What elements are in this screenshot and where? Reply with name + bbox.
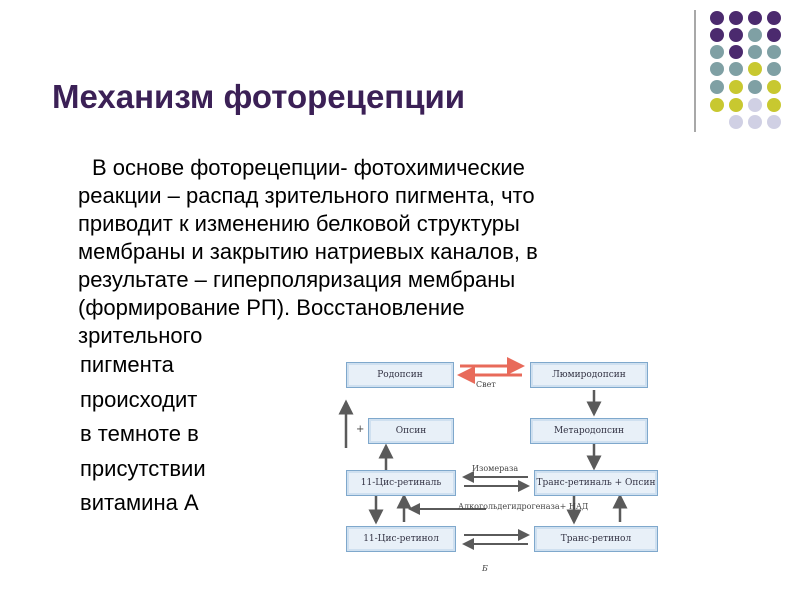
body-line: зрительного [78,323,203,348]
box-trans-retinal-opsin: Транс-ретиналь + Опсин [534,470,658,496]
decorative-dot [729,28,743,42]
photoreception-cycle-diagram: Родопсин Люмиродопсин Опсин Метародопсин… [334,326,674,578]
decorative-dot [748,11,762,25]
box-trans-retinol: Транс-ретинол [534,526,658,552]
decorative-dot [767,80,781,94]
decorative-dot [710,98,724,112]
decorative-dot [710,80,724,94]
decorative-dot [729,98,743,112]
decorative-dot [767,115,781,129]
decorative-dot [767,11,781,25]
body-line: присутствии [80,455,206,481]
decorative-dot [710,62,724,76]
box-metarhodopsin: Метародопсин [530,418,648,444]
body-line: реакции – распад зрительного пигмента, ч… [78,183,535,208]
label-dehydrogenase: Алкогольдегидрогеназа+ НАД [458,502,589,511]
body-line: приводит к изменению белковой структуры [78,211,520,236]
label-light: Свет [476,380,496,389]
decorative-dot [710,11,724,25]
decorative-dot [748,28,762,42]
decorative-dot [729,45,743,59]
decorative-dot-grid [710,11,781,129]
divider-line [694,10,696,132]
body-line: в темноте в [80,421,199,446]
box-opsin: Опсин [368,418,454,444]
decorative-dot [729,62,743,76]
decorative-dot [748,98,762,112]
decorative-dot [710,28,724,42]
label-isomerase: Изомераза [472,464,519,473]
decorative-dot [767,28,781,42]
decorative-dot [748,80,762,94]
decorative-dot [729,11,743,25]
decorative-dot [767,62,781,76]
diagram-arrows [338,357,628,550]
body-line: результате – гиперполяризация мембраны [78,267,516,292]
label-panel-letter: Б [482,564,488,573]
body-line: пигмента [80,352,174,377]
decorative-dot [767,98,781,112]
decorative-dot [748,62,762,76]
label-plus: + [356,424,365,435]
decorative-dot [748,45,762,59]
decorative-dot [710,45,724,59]
box-rhodopsin: Родопсин [346,362,454,388]
box-cis-retinol: 11-Цис-ретинол [346,526,456,552]
body-line: (формирование РП). Восстановление [78,295,465,320]
decorative-dot [729,80,743,94]
box-cis-retinal: 11-Цис-ретиналь [346,470,456,496]
body-text-full-width: В основе фоторецепции- фотохимические ре… [78,154,718,350]
decorative-dot [729,115,743,129]
body-line: витамина А [80,490,199,515]
decorative-dot [748,115,762,129]
body-line: В основе фоторецепции- фотохимические [92,155,525,180]
slide-title: Механизм фоторецепции [52,78,466,115]
body-text-column: пигмента происходит в темноте в присутст… [80,348,206,521]
body-line: мембраны и закрытию натриевых каналов, в [78,239,538,264]
box-lumirhodopsin: Люмиродопсин [530,362,648,388]
decorative-dot [767,45,781,59]
body-line: происходит [80,386,198,412]
